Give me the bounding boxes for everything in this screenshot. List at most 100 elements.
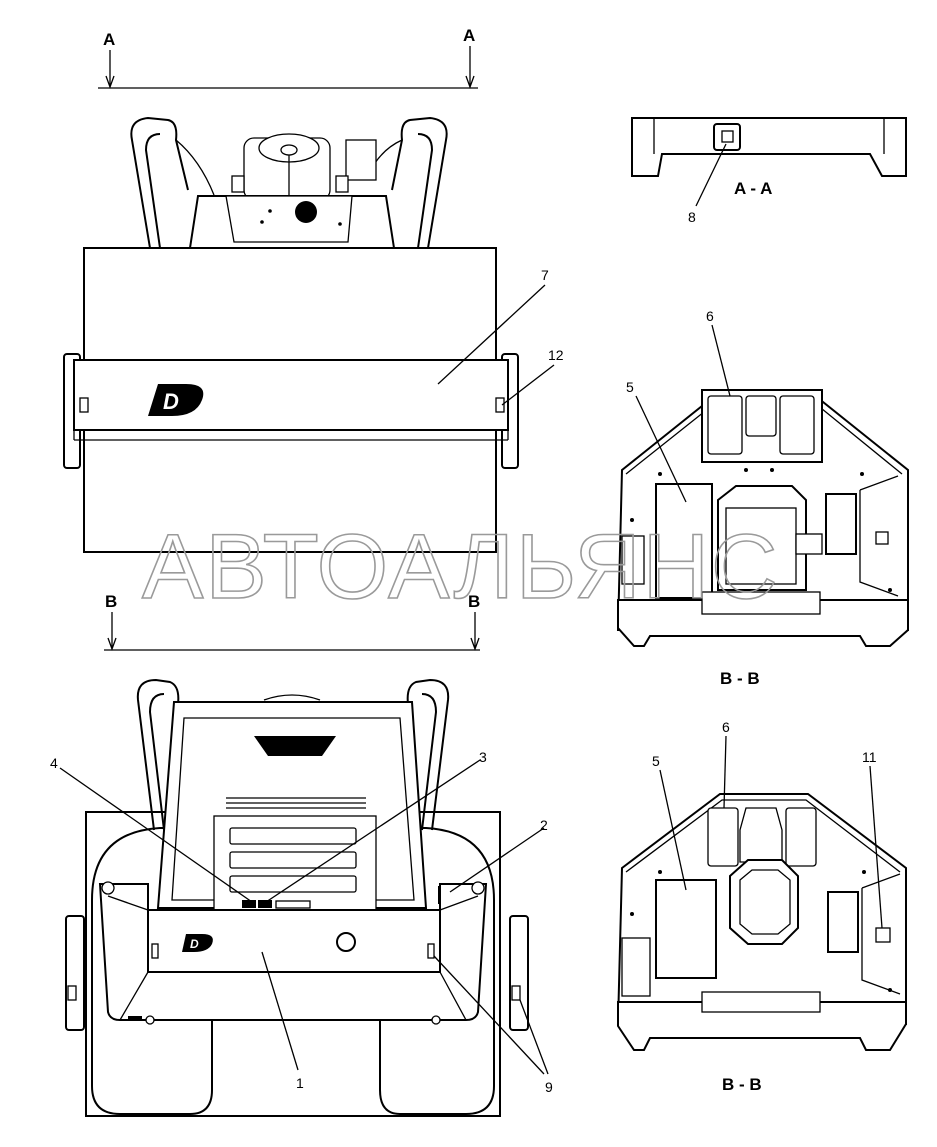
bb-bottom-engine-inner: [739, 869, 791, 935]
brand-logo-letter-top: D: [163, 389, 179, 414]
rops-left-post: [130, 116, 189, 249]
decal-9-bumper: [427, 943, 435, 959]
section-b-label-right: B: [468, 592, 480, 611]
callout-5-top: 5: [626, 379, 634, 395]
step-plate: [128, 1016, 142, 1021]
bb-bottom-bolt: [658, 870, 662, 874]
bb-bottom-right-panel: [861, 873, 901, 995]
bumper-bolt-left: [145, 1015, 155, 1025]
bb-top-bolt: [658, 472, 662, 476]
section-b-label-left: B: [105, 592, 117, 611]
bumper-bolt-right: [431, 1015, 441, 1025]
section-b-markers: B B: [104, 592, 480, 651]
lift-eye-left: [101, 881, 115, 895]
bb-top-bolt: [630, 518, 634, 522]
leader-6-bottom: [723, 735, 727, 809]
decal-6-right: [779, 395, 815, 455]
decal-9-side: [511, 985, 521, 1001]
decal-4: [242, 900, 256, 908]
seat-bracket-right: [335, 175, 349, 193]
rops-left-inner: [144, 133, 161, 249]
leader-6-top: [711, 324, 731, 397]
control-lever-box: [345, 139, 377, 181]
rops-front-right-inner: [421, 693, 438, 831]
leader-1: [261, 951, 299, 1071]
bb-bottom-bolt: [630, 912, 634, 916]
brand-logo-letter-front: D: [190, 937, 199, 951]
section-a-arrowhead-right: [465, 75, 475, 89]
front-view-roller: D 4 3 2 1 9: [50, 678, 553, 1117]
cowl-bolt: [338, 222, 342, 226]
callout-1: 1: [296, 1075, 304, 1091]
callout-4: 4: [50, 755, 58, 771]
brand-logo-front: [182, 934, 213, 952]
decal-11: [875, 927, 891, 943]
bb-top-bolt: [860, 472, 864, 476]
watermark-text: АВТОАЛЬЯНС: [142, 516, 780, 618]
hood-vent: [254, 736, 336, 756]
leader-5-top: [635, 395, 687, 503]
decal-5-top: [655, 483, 713, 599]
cowl-round-port: [295, 201, 317, 223]
section-a-label-right: A: [463, 26, 475, 45]
leader-9a: [433, 955, 545, 1075]
section-a-arrowhead-left: [105, 75, 115, 89]
rops-right-inner: [417, 133, 434, 249]
hood-top-arc: [263, 694, 321, 701]
leader-9b: [519, 999, 549, 1075]
callout-8: 8: [688, 209, 696, 225]
bb-bottom-filter: [827, 891, 859, 953]
leader-7: [437, 284, 546, 385]
leader-2: [449, 827, 545, 893]
section-b-arrowhead-left: [107, 637, 117, 651]
callout-9: 9: [545, 1079, 553, 1095]
callout-5-bottom: 5: [652, 753, 660, 769]
section-b-arrowhead-right: [470, 637, 480, 651]
rops-front-right: [406, 678, 450, 831]
decal-6-bottom-left: [707, 807, 739, 867]
rops-right-post: [391, 116, 448, 249]
callout-12: 12: [548, 347, 564, 363]
section-aa-title: A - A: [734, 179, 772, 198]
section-bb-title-bottom: B - B: [722, 1075, 762, 1094]
bumper-wing-edge: [107, 895, 479, 911]
section-a-markers: A A: [98, 26, 478, 89]
steering-hub: [280, 144, 298, 156]
decal-bumper-left: [151, 943, 159, 959]
grille-slot: [229, 827, 357, 845]
brand-logo-top: [148, 384, 204, 416]
section-a-label-left: A: [103, 30, 115, 49]
bb-top-battery: [701, 591, 821, 615]
decal-6-bottom-mid: [739, 807, 783, 863]
lift-eye-right: [471, 881, 485, 895]
rops-front-left-inner: [148, 693, 165, 831]
top-view-roller: D 7 12: [63, 116, 564, 553]
callout-2: 2: [540, 817, 548, 833]
callout-3: 3: [479, 749, 487, 765]
leader-8: [695, 143, 727, 207]
seat-bracket-left: [231, 175, 245, 193]
bb-top-right-panel: [859, 475, 899, 597]
bb-bottom-side-box: [621, 937, 651, 997]
cowl-bolt: [268, 209, 272, 213]
decal-3a: [258, 900, 272, 908]
scraper-end-front-left: [65, 915, 85, 1031]
bb-top-base: [617, 599, 909, 647]
cowl-bolt: [260, 220, 264, 224]
scraper-end-front-right: [509, 915, 529, 1031]
rops-left-bar: [175, 139, 215, 196]
leader-12: [501, 364, 555, 406]
bb-top-bolt: [744, 468, 748, 472]
bumper-bevel: [119, 971, 467, 1021]
section-bb-view-bottom: 6 5 11 B - B: [616, 719, 907, 1094]
scraper-bar: [73, 359, 509, 431]
decal-side-left: [67, 985, 77, 1001]
bb-top-bolt: [770, 468, 774, 472]
leader-5-bottom: [659, 769, 687, 891]
bb-top-coupling: [795, 533, 823, 555]
leader-4: [59, 767, 253, 903]
decal-12-left: [79, 397, 89, 413]
grille-slot: [229, 851, 357, 869]
decal-3b: [275, 900, 311, 909]
